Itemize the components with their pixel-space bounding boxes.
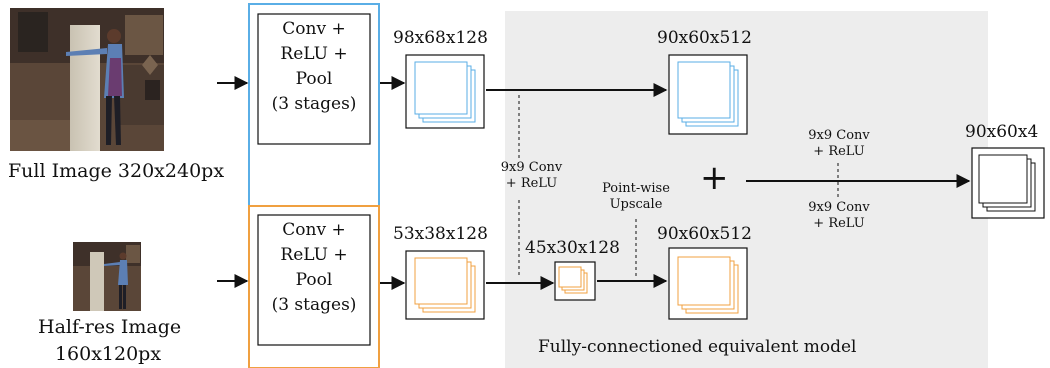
bottom-small-size-label: 45x30x128 — [525, 238, 620, 258]
bottom-input-size-label: 53x38x128 — [393, 224, 488, 244]
panel-caption: Fully-connectioned equivalent model — [538, 337, 857, 357]
bottom-branch-frame — [248, 205, 380, 368]
conv-left-label: 9x9 Conv + ReLU — [494, 160, 569, 192]
bottom-conv-label: Conv + ReLU + Pool (3 stages) — [258, 218, 370, 318]
bottom-conv-line1: Conv + — [282, 220, 346, 240]
bottom-small-feature-map — [554, 261, 596, 301]
conv-left-line1: 9x9 Conv — [500, 160, 563, 175]
bottom-conv-line3: Pool — [295, 270, 333, 290]
bottom-conv-line2: ReLU + — [280, 245, 348, 265]
final-output-size-label: 90x60x4 — [965, 122, 1039, 142]
top-input-feature-map — [405, 54, 485, 129]
bottom-output-size-label: 90x60x512 — [657, 224, 752, 244]
upscale-line2: Upscale — [609, 197, 663, 212]
top-conv-line2: ReLU + — [280, 44, 348, 64]
top-conv-line4: (3 stages) — [271, 94, 357, 114]
upscale-line1: Point-wise — [602, 181, 670, 196]
full-image-caption: Full Image 320x240px — [8, 160, 225, 182]
conv-right-bottom-line2: + ReLU — [813, 216, 865, 231]
conv-right-top-label: 9x9 Conv + ReLU — [804, 128, 874, 160]
half-res-caption-line1: Half-res Image — [38, 316, 182, 338]
conv-right-top-line2: + ReLU — [813, 144, 865, 159]
top-conv-block — [257, 13, 371, 145]
top-conv-label: Conv + ReLU + Pool (3 stages) — [258, 17, 370, 117]
half-res-caption-line2: 160x120px — [54, 343, 162, 365]
bottom-input-feature-map — [405, 250, 485, 320]
conv-left-line2: + ReLU — [505, 176, 558, 191]
top-conv-line3: Pool — [295, 69, 333, 89]
top-output-feature-map — [668, 54, 748, 135]
top-output-size-label: 90x60x512 — [657, 28, 752, 48]
top-conv-line1: Conv + — [282, 19, 346, 39]
conv-right-bottom-line1: 9x9 Conv — [808, 200, 870, 215]
bottom-conv-block — [257, 214, 371, 346]
upscale-label: Point-wise Upscale — [594, 181, 678, 213]
half-res-image-photo — [73, 242, 141, 311]
bottom-conv-line4: (3 stages) — [271, 295, 357, 315]
final-output-feature-map — [971, 147, 1045, 219]
conv-right-bottom-label: 9x9 Conv + ReLU — [804, 200, 874, 232]
top-input-size-label: 98x68x128 — [393, 28, 488, 48]
bottom-output-feature-map — [668, 247, 748, 320]
plus-sign: + — [700, 158, 729, 198]
full-image-photo — [10, 8, 164, 151]
conv-right-top-line1: 9x9 Conv — [808, 128, 870, 143]
